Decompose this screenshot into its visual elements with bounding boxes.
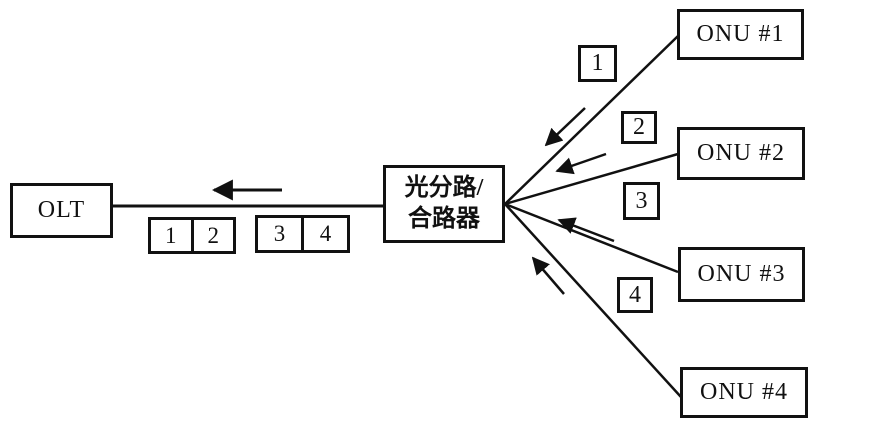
timeslot-cell-4: 4 (301, 218, 347, 250)
splitter-combiner-node: 光分路/ 合路器 (383, 165, 505, 243)
branch-arrow-onu3-icon (557, 217, 615, 243)
branch-line-onu3 (504, 202, 679, 274)
branch-timeslot-badge-1: 1 (578, 45, 617, 82)
branch-timeslot-badge-2: 2 (621, 111, 657, 144)
branch-arrow-onu4-icon (531, 256, 565, 295)
branch-arrow-onu1-icon (544, 107, 586, 147)
onu3-node: ONU #3 (678, 247, 805, 302)
branch-line-onu4 (504, 203, 682, 398)
timeslot-cell-1: 1 (165, 222, 177, 248)
onu1-node: ONU #1 (677, 9, 804, 60)
timeslot-cell-2: 2 (190, 220, 234, 251)
splitter-label-line1: 光分路/ (404, 174, 484, 201)
timeslot-cell-3: 3 (273, 221, 286, 246)
branch-arrow-onu2-icon (555, 152, 607, 175)
splitter-label-line2: 合路器 (408, 206, 480, 232)
branch-timeslot-badge-3: 3 (623, 182, 660, 220)
branch-timeslot-badge-4: 4 (617, 277, 653, 313)
onu2-node: ONU #2 (677, 127, 805, 180)
branch-line-onu2 (504, 152, 679, 206)
olt-label: OLT (37, 197, 86, 223)
trunk-timeslot-group-3-4: 3 4 (255, 215, 350, 253)
onu3-label: ONU #3 (697, 261, 786, 287)
olt-node: OLT (10, 183, 113, 238)
branch-line-onu1 (504, 35, 679, 205)
onu4-node: ONU #4 (680, 367, 808, 418)
onu2-label: ONU #2 (697, 140, 785, 166)
trunk-timeslot-group-1-2: 1 2 (148, 217, 236, 254)
onu1-label: ONU #1 (696, 21, 785, 47)
onu4-label: ONU #4 (700, 379, 788, 405)
